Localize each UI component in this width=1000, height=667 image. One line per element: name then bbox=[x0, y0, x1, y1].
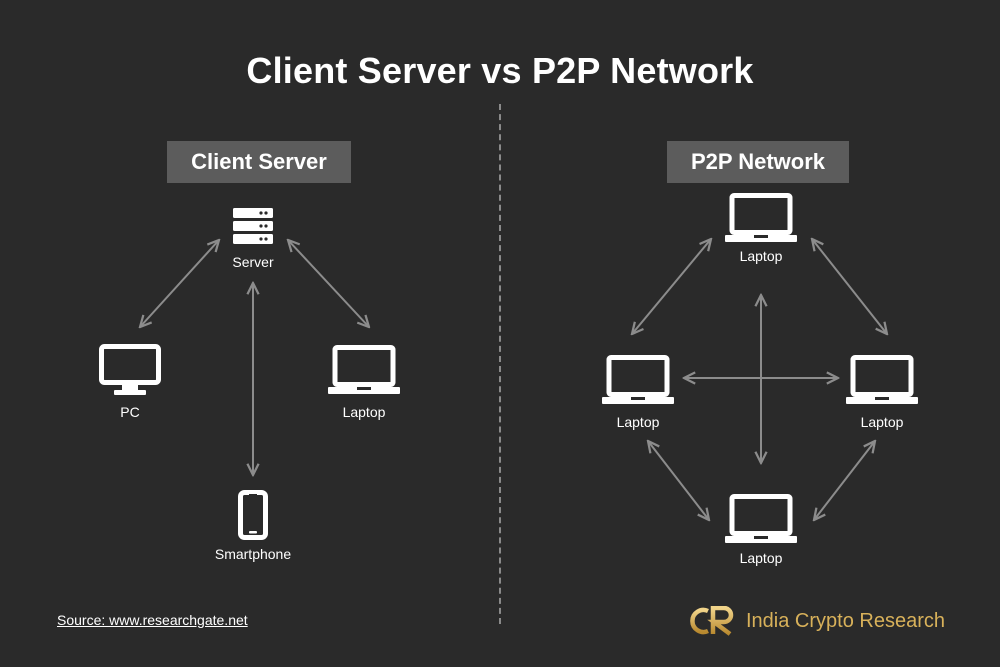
arrow-left-bottom bbox=[648, 441, 709, 520]
laptop-icon bbox=[725, 193, 797, 242]
smartphone-icon bbox=[238, 490, 268, 540]
source-citation[interactable]: Source: www.researchgate.net bbox=[57, 612, 248, 628]
pc-label: PC bbox=[120, 404, 140, 420]
arrow-right-bottom bbox=[814, 441, 875, 520]
pc-monitor-icon bbox=[99, 344, 161, 395]
p2p-laptop-bottom-label: Laptop bbox=[739, 550, 783, 566]
arrow-server-pc bbox=[140, 240, 219, 327]
server-icon bbox=[233, 208, 273, 244]
client-server-label: Client Server bbox=[167, 141, 351, 183]
smartphone-label: Smartphone bbox=[214, 546, 292, 562]
brand: India Crypto Research bbox=[680, 604, 945, 638]
arrow-top-right bbox=[812, 239, 887, 334]
p2p-laptop-top-label: Laptop bbox=[739, 248, 783, 264]
p2p-laptop-left-label: Laptop bbox=[616, 414, 660, 430]
p2p-network-label: P2P Network bbox=[667, 141, 849, 183]
laptop-icon bbox=[602, 355, 674, 404]
brand-name: India Crypto Research bbox=[746, 609, 945, 632]
arrow-top-left bbox=[632, 239, 711, 334]
p2p-laptop-right-label: Laptop bbox=[860, 414, 904, 430]
icr-logo-icon bbox=[680, 606, 734, 636]
server-label: Server bbox=[232, 254, 274, 270]
laptop-icon bbox=[328, 345, 400, 394]
laptop-icon bbox=[846, 355, 918, 404]
section-divider bbox=[499, 104, 501, 624]
laptop-label: Laptop bbox=[342, 404, 386, 420]
laptop-icon bbox=[725, 494, 797, 543]
page-title: Client Server vs P2P Network bbox=[246, 50, 754, 91]
arrow-server-laptop bbox=[288, 240, 369, 327]
